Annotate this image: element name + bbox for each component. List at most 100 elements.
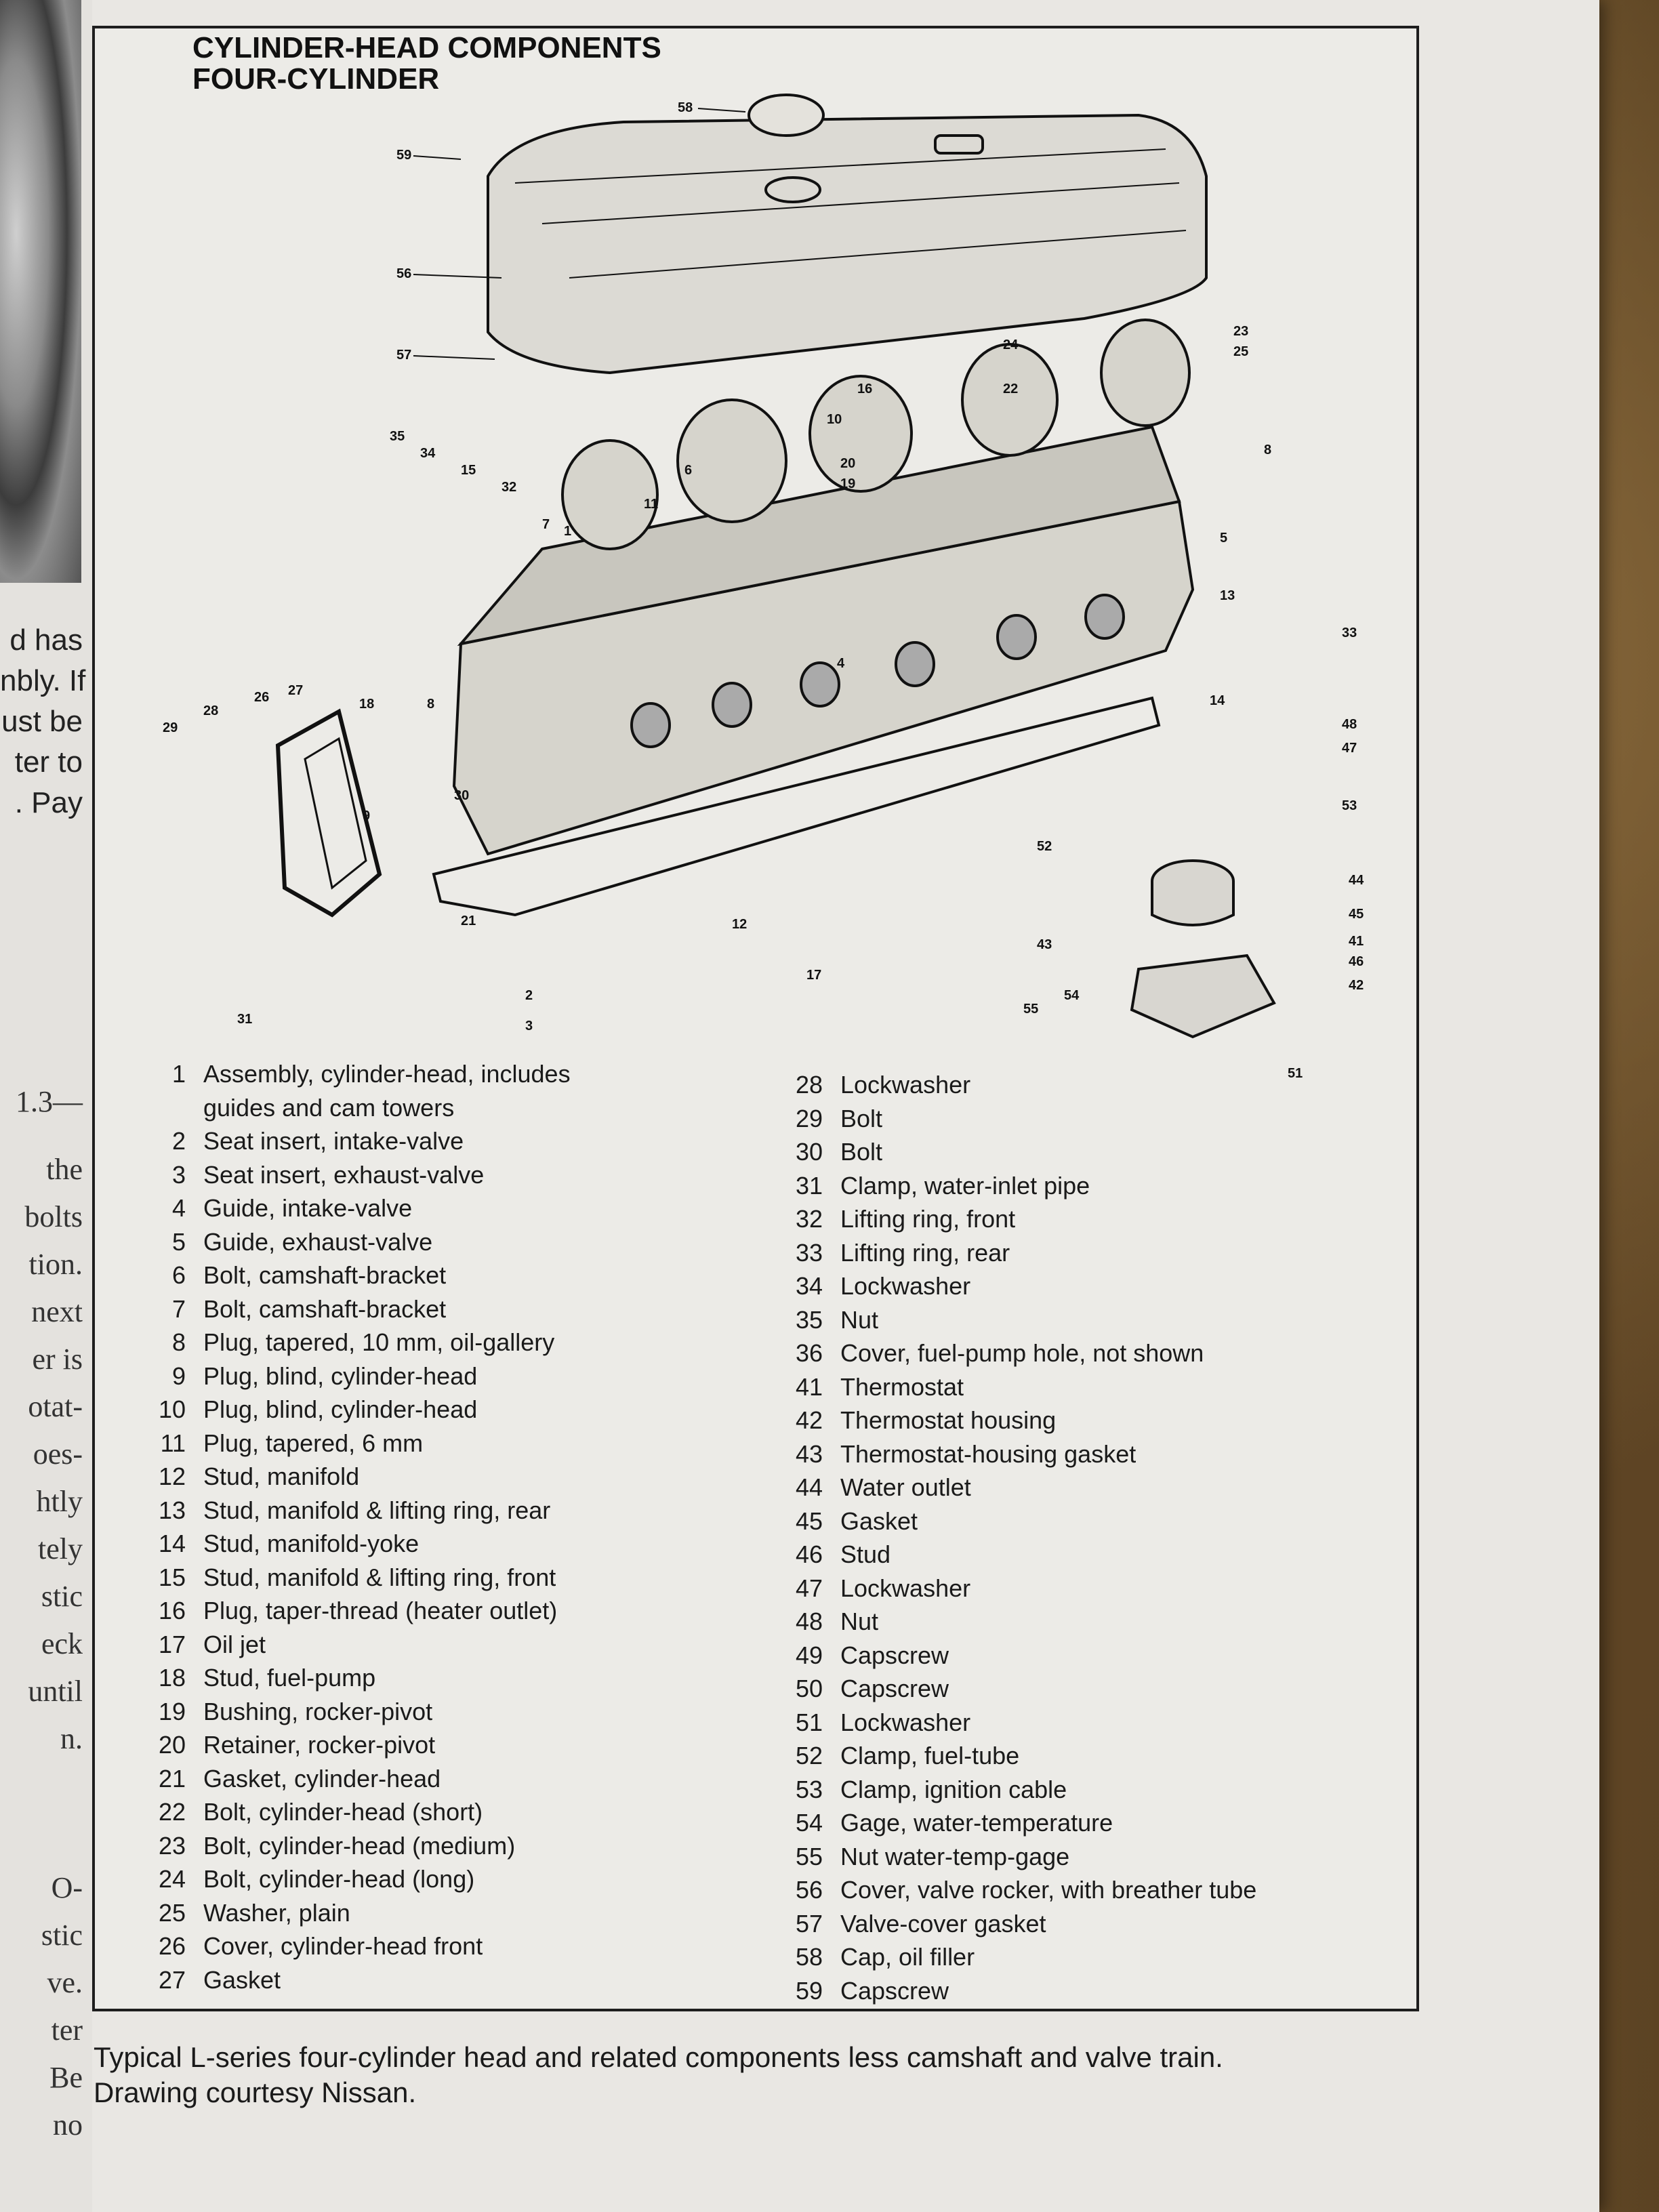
part-description: Plug, blind, cylinder-head [203,1395,478,1423]
facing-page-photo [0,0,81,583]
callout-24: 24 [1003,337,1019,352]
part-description: Washer, plain [203,1898,350,1927]
part-description: Cover, valve rocker, with breather tube [840,1876,1257,1904]
cylinder-head-drawing [452,319,1195,856]
part-description: Gage, water-temperature [840,1809,1113,1837]
part-number: 32 [795,1205,823,1233]
facing-page-text-fragment: stic [41,1919,83,1952]
callout-12: 12 [732,917,747,932]
callout-32: 32 [501,480,516,495]
facing-page-text-fragment: ust be [1,705,83,738]
part-description: Plug, tapered, 10 mm, oil-gallery [203,1328,555,1356]
callout-35: 35 [390,429,405,444]
part-description: Clamp, fuel-tube [840,1742,1020,1769]
callout-6: 6 [684,463,692,478]
part-number: 15 [158,1563,186,1591]
part-number: 47 [795,1574,823,1602]
part-description: Gasket, cylinder-head [203,1764,441,1793]
callout-8-left: 8 [427,697,434,712]
part-description: Plug, taper-thread (heater outlet) [203,1597,558,1624]
part-description: Bolt, cylinder-head (long) [203,1865,475,1893]
part-number: 56 [795,1876,823,1904]
part-number: 28 [795,1071,823,1099]
part-description: Valve-cover gasket [840,1909,1046,1938]
part-description: Stud, manifold & lifting ring, front [203,1563,556,1591]
callout-47-top: 47 [1342,741,1357,756]
callout-54: 54 [1064,988,1080,1003]
callout-21: 21 [461,914,476,928]
facing-page-text-fragment: otat- [28,1390,83,1423]
callout-14-right: 14 [1210,693,1225,708]
callout-22: 22 [1003,382,1018,396]
head-gasket-drawing [432,696,1161,917]
part-number: 31 [795,1171,823,1200]
part-number: 48 [795,1607,823,1635]
part-description: Lockwasher [840,1272,971,1300]
callout-27: 27 [288,683,303,698]
part-description: Oil jet [203,1630,266,1658]
part-description: Cover, fuel-pump hole, not shown [840,1339,1204,1367]
callout-59: 59 [396,148,411,163]
part-description: Lockwasher [840,1071,971,1099]
callout-41: 41 [1349,934,1364,949]
part-description: Capscrew [840,1976,949,2005]
facing-page-text-fragment: the [46,1153,83,1186]
callout-17: 17 [806,968,821,983]
part-description: Nut [840,1305,879,1334]
part-description: Bolt, camshaft-bracket [203,1261,447,1289]
part-description: Gasket [203,1965,281,1994]
part-description: Stud, manifold [203,1462,360,1490]
callout-25: 25 [1233,344,1248,359]
callout-16: 16 [857,382,872,396]
parts-list-item: 15 Stud, manifold & lifting ring, front [129,1561,806,1595]
part-number: 18 [158,1664,186,1692]
callout-1: 1 [564,524,571,539]
callout-23: 23 [1233,324,1248,339]
exploded-view-diagram: 58 59 56 57 23 24 25 22 16 10 6 20 19 8 … [163,94,1364,1081]
figure-title-line-1: CYLINDER-HEAD COMPONENTS [192,31,661,64]
part-number: 58 [795,1943,823,1971]
part-number: 25 [158,1898,186,1927]
part-description: Bolt, cylinder-head (medium) [203,1831,516,1860]
parts-list-item: 56 Cover, valve rocker, with breather tub… [766,1873,1416,1907]
part-number: 27 [158,1965,186,1994]
parts-list-item: 25 Washer, plain [129,1896,806,1930]
callout-8-top: 8 [1264,443,1271,457]
callout-13: 13 [1220,588,1235,603]
part-number: 2 [171,1127,186,1155]
part-number: 57 [795,1909,823,1938]
part-number: 33 [795,1238,823,1267]
part-number: 16 [158,1597,186,1624]
callout-44: 44 [1349,873,1364,888]
callout-52: 52 [1037,839,1052,854]
part-description: Lifting ring, front [840,1205,1016,1233]
facing-page-text-fragment: tion. [28,1248,83,1281]
part-number: 54 [795,1809,823,1837]
part-description: Water outlet [840,1473,971,1501]
part-number: 12 [158,1462,186,1490]
part-description: Lifting ring, rear [840,1238,1010,1267]
parts-list-item: 54 Gage, water-temperature [766,1806,1416,1840]
part-description: Nut water-temp-gage [840,1842,1070,1870]
part-number: 7 [171,1294,186,1323]
part-number: 23 [158,1831,186,1860]
parts-list-item: 33 Lifting ring, rear [766,1236,1416,1270]
part-description: Thermostat [840,1372,964,1401]
